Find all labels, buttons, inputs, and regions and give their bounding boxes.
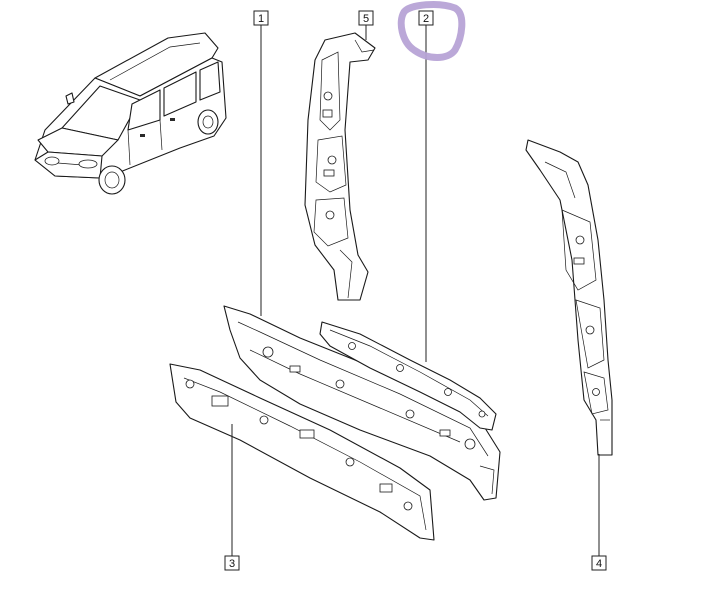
callout-5-label: 5 bbox=[363, 13, 369, 25]
center-pillar-part bbox=[304, 32, 376, 301]
callout-1-label: 1 bbox=[258, 13, 264, 25]
callout-4-label: 4 bbox=[596, 558, 602, 570]
callout-3: 3 bbox=[224, 555, 240, 571]
callout-4: 4 bbox=[591, 555, 607, 571]
vehicle-outline-icon bbox=[34, 32, 227, 195]
rear-pillar-part bbox=[525, 139, 613, 456]
callout-2-label: 2 bbox=[423, 13, 429, 25]
callout-2: 2 bbox=[418, 10, 434, 26]
small-rail-part bbox=[319, 321, 497, 431]
floor-rail-part bbox=[223, 305, 501, 501]
highlight-circle bbox=[397, 1, 466, 61]
callout-3-label: 3 bbox=[229, 558, 235, 570]
callout-5: 5 bbox=[358, 10, 374, 26]
callout-1: 1 bbox=[253, 10, 269, 26]
sill-rail-part bbox=[169, 363, 435, 541]
